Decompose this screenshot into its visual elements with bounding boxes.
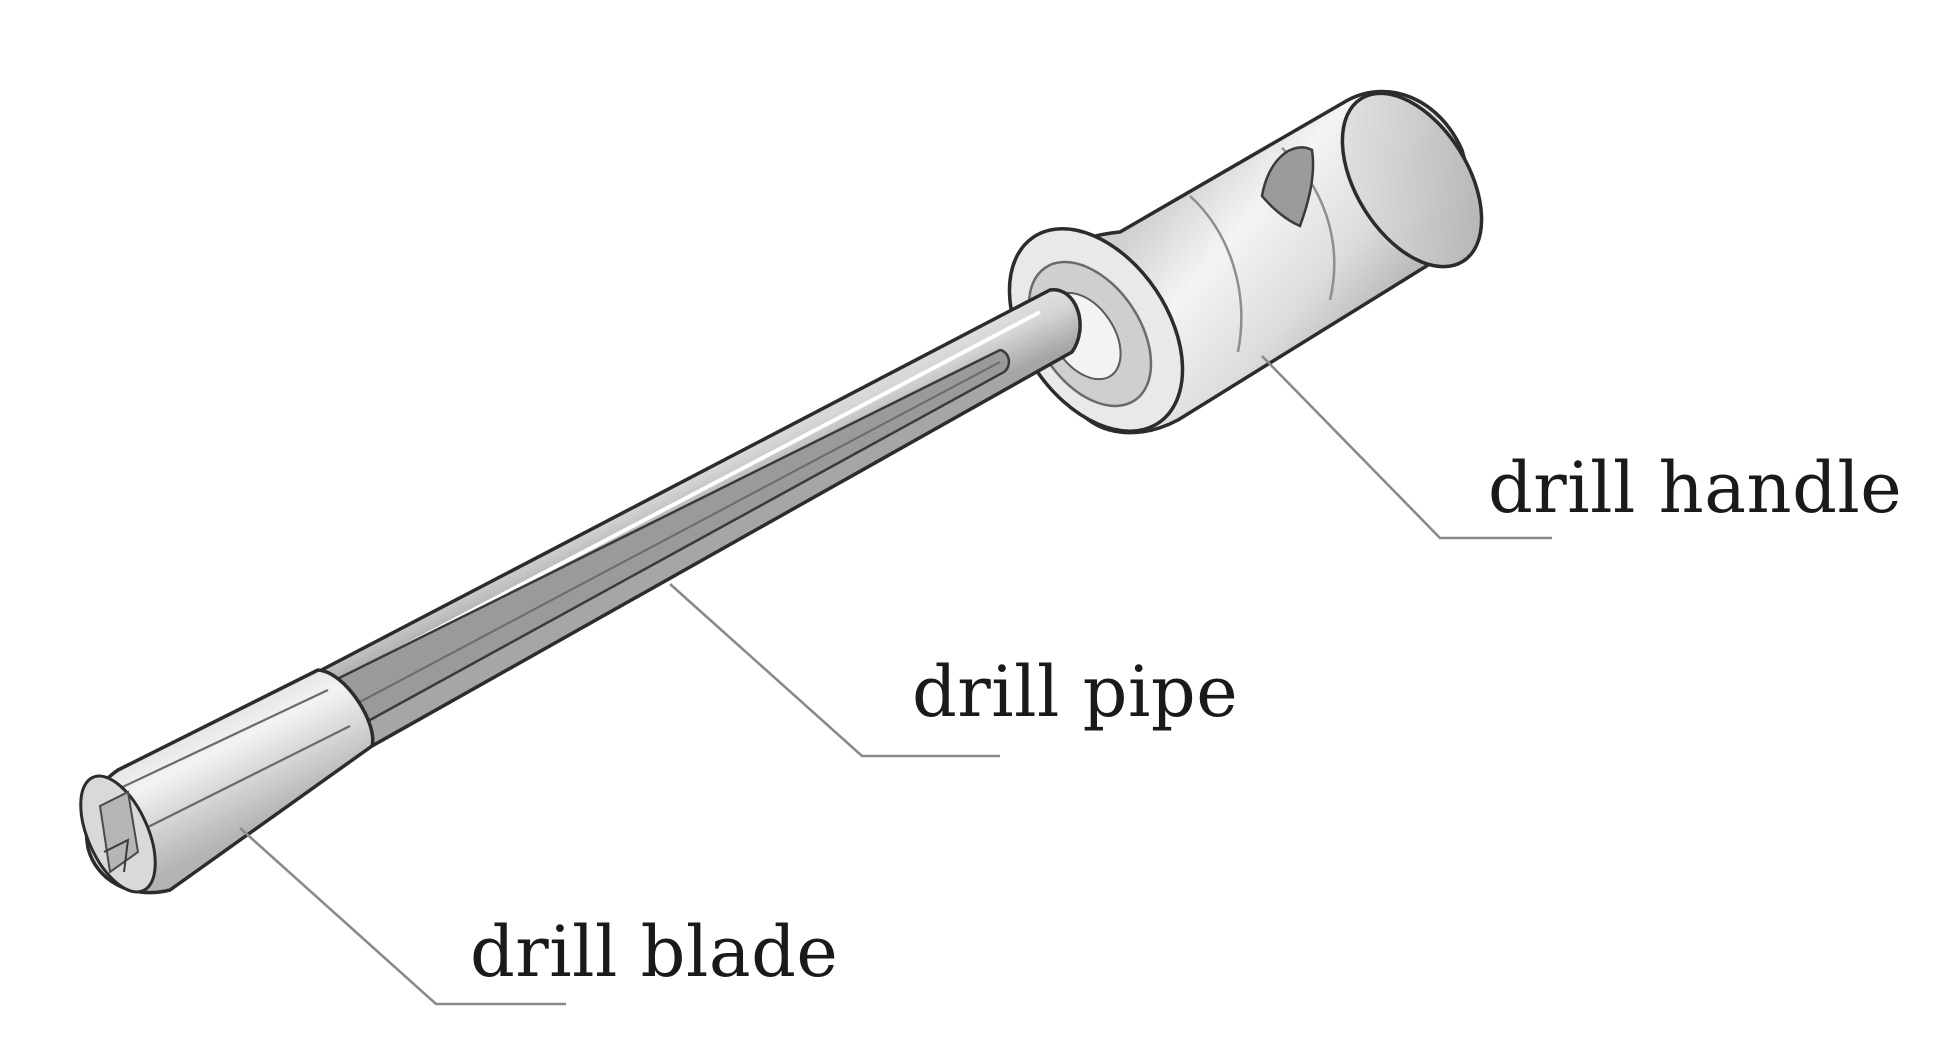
leader-line-blade bbox=[239, 827, 566, 1006]
drill-pipe bbox=[308, 288, 1082, 748]
blade-facet-lower bbox=[121, 725, 351, 841]
label-drill-blade: drill blade bbox=[470, 911, 838, 993]
handle-band-left bbox=[1189, 195, 1243, 353]
leader-line-handle bbox=[1261, 355, 1552, 540]
drill-blade bbox=[79, 668, 375, 895]
drill-handle bbox=[1007, 89, 1484, 435]
label-drill-pipe: drill pipe bbox=[912, 651, 1238, 733]
blade-tip-notch bbox=[103, 838, 130, 873]
pipe-flute-edge bbox=[355, 361, 1001, 705]
label-drill-handle: drill handle bbox=[1488, 447, 1902, 529]
handle-end-cap bbox=[1340, 91, 1484, 269]
handle-notch bbox=[1260, 146, 1315, 228]
pipe-flute bbox=[312, 348, 1011, 722]
blade-facet-upper bbox=[111, 689, 329, 793]
leader-line-pipe bbox=[669, 583, 1000, 758]
